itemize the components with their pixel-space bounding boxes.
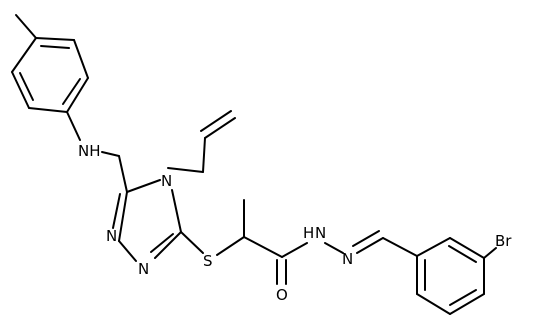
bond	[66, 111, 81, 141]
atom-label-n-ring-top: N	[161, 172, 172, 190]
atom-label-bromine: Br	[495, 232, 512, 250]
bond	[356, 237, 384, 254]
bond	[281, 242, 308, 258]
bond	[483, 247, 497, 259]
triazole-ring	[112, 179, 182, 262]
bond	[324, 242, 344, 254]
bond	[243, 236, 283, 258]
bond	[216, 236, 245, 256]
atom-label-h-hydrazide: H	[303, 224, 314, 242]
bond	[204, 117, 236, 139]
atom-label-oxygen: O	[276, 286, 288, 304]
atom-label-n-imine: N	[342, 250, 353, 268]
atom-label-n-ring-lower: N	[138, 260, 149, 278]
bond	[15, 14, 37, 39]
bond	[101, 151, 120, 157]
bromophenyl-ring	[416, 237, 485, 315]
bond	[118, 155, 128, 193]
tolyl-ring	[11, 37, 89, 113]
bond	[167, 167, 204, 173]
atom-label-nh-amine: NH	[78, 142, 101, 160]
bond	[352, 230, 380, 247]
bond	[382, 237, 418, 257]
atom-label-sulfur: S	[203, 252, 213, 270]
atom-label-n-ring-left: N	[106, 227, 117, 245]
bond	[202, 137, 206, 173]
bond	[180, 231, 204, 254]
atom-label-n-hydrazide: N	[315, 224, 326, 242]
bond	[200, 110, 232, 132]
